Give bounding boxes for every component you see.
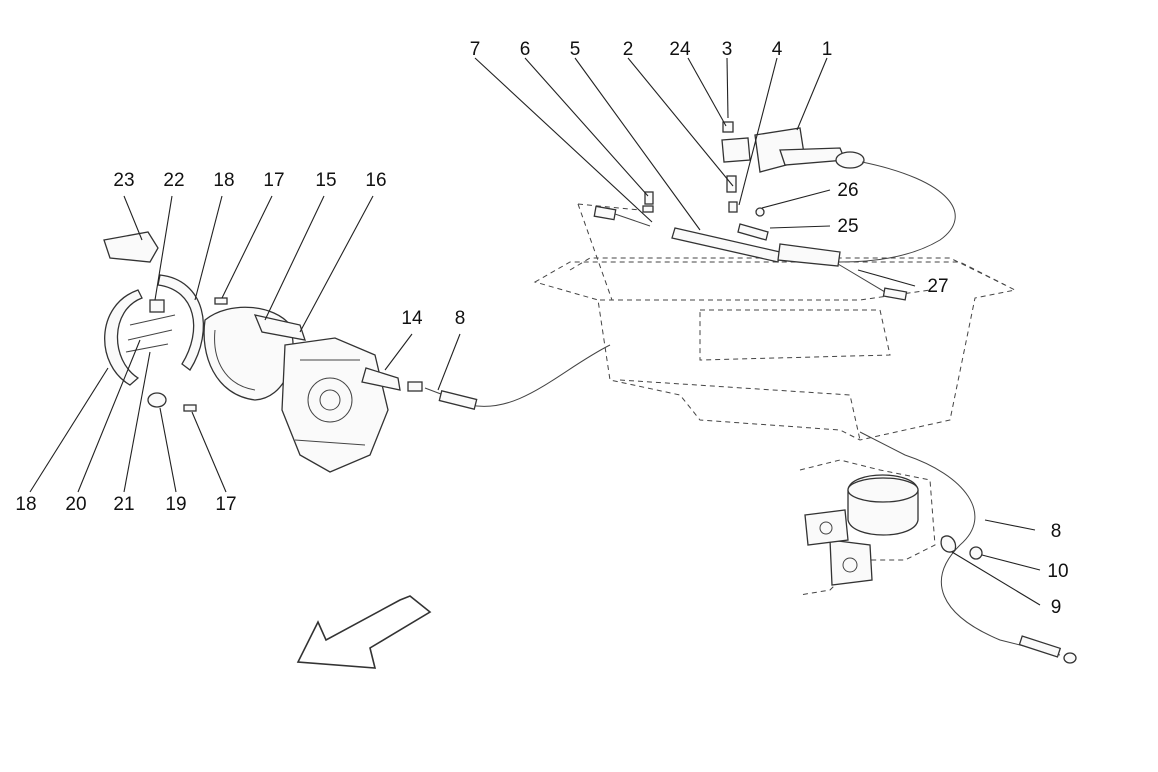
callout-21: 21 — [113, 494, 134, 515]
leader-lines — [29, 57, 1041, 606]
callout-4: 4 — [772, 39, 783, 60]
callout-3: 3 — [722, 39, 733, 60]
callout-19: 19 — [165, 494, 186, 515]
callout-labels: 7 6 5 2 24 3 4 1 26 25 27 14 8 23 22 18 … — [15, 39, 1068, 618]
equalizer-rod — [593, 191, 908, 301]
callout-5: 5 — [570, 39, 581, 60]
right-bracket — [799, 459, 936, 596]
callout-25: 25 — [837, 216, 858, 237]
callout-16: 16 — [365, 170, 386, 191]
callout-7: 7 — [470, 39, 481, 60]
callout-8-left: 8 — [455, 308, 466, 329]
callout-2: 2 — [623, 39, 634, 60]
callout-10: 10 — [1047, 561, 1068, 582]
callout-6: 6 — [520, 39, 531, 60]
callout-18-top: 18 — [213, 170, 234, 191]
callout-15: 15 — [315, 170, 336, 191]
nut-10 — [969, 546, 983, 560]
callout-14: 14 — [401, 308, 423, 329]
callout-23: 23 — [113, 170, 134, 191]
backing-plate — [203, 306, 306, 401]
rear-cable-right — [859, 431, 1061, 656]
rear-cable-left — [424, 344, 611, 407]
plug-and-fitting — [361, 367, 423, 392]
direction-arrow — [296, 595, 432, 669]
callout-22: 22 — [163, 170, 184, 191]
callout-17-bottom: 17 — [215, 494, 236, 515]
handbrake-tray — [533, 203, 1017, 441]
callout-26: 26 — [837, 180, 858, 201]
lever-cable — [839, 161, 956, 263]
callout-9: 9 — [1051, 597, 1062, 618]
callout-18-bottom: 18 — [15, 494, 36, 515]
cable-end-fitting — [1063, 652, 1077, 664]
callout-17-top: 17 — [263, 170, 284, 191]
rear-cable-right-sleeve — [1018, 635, 1062, 658]
rear-cable-left-sleeve — [438, 390, 478, 410]
callout-1: 1 — [822, 39, 833, 60]
callout-20: 20 — [65, 494, 86, 515]
callout-24: 24 — [669, 39, 691, 60]
callout-27: 27 — [927, 276, 948, 297]
hub-carrier — [281, 337, 389, 473]
brake-shoes — [103, 231, 228, 412]
callout-8-right: 8 — [1051, 521, 1062, 542]
retaining-clip — [940, 535, 957, 553]
